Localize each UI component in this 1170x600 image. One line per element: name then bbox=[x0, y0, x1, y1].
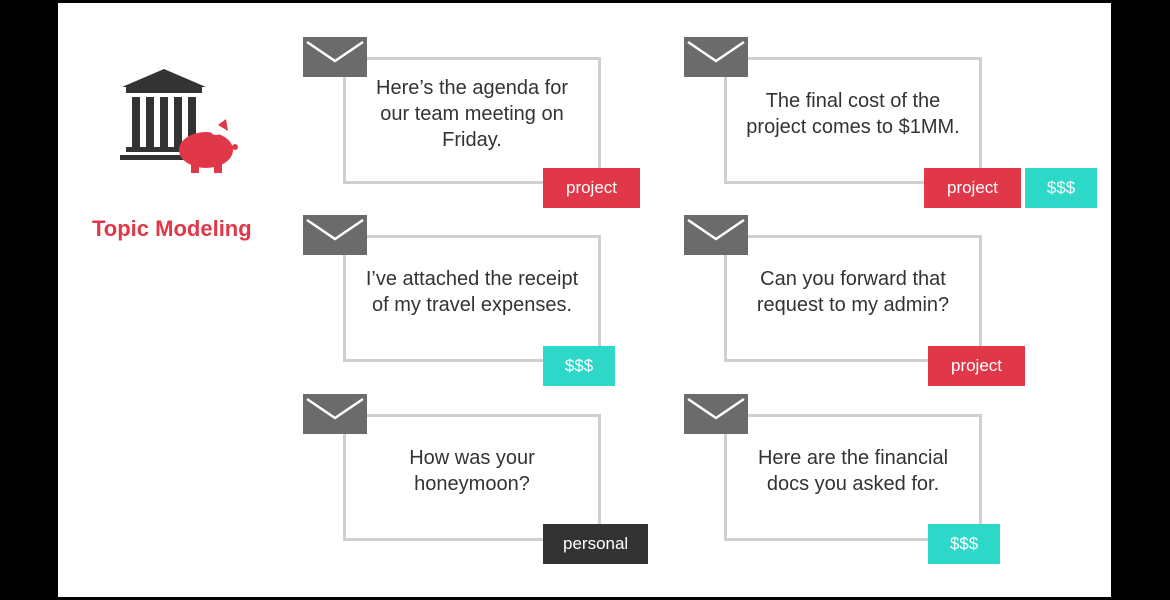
email-card: Here’s the agenda for our team meeting o… bbox=[343, 57, 601, 184]
topic-tag: personal bbox=[543, 524, 649, 564]
envelope-icon bbox=[303, 215, 367, 255]
tag-group: project bbox=[928, 346, 1025, 386]
topic-tag: $$$ bbox=[1025, 168, 1097, 208]
tag-group: $$$ bbox=[543, 346, 615, 386]
envelope-icon bbox=[684, 37, 748, 77]
envelope-icon bbox=[684, 215, 748, 255]
email-text: I’ve attached the receipt of my travel e… bbox=[365, 267, 579, 316]
envelope-icon bbox=[684, 394, 748, 434]
email-card: The final cost of the project comes to $… bbox=[724, 57, 982, 184]
bank-logo bbox=[120, 69, 238, 173]
email-card: Can you forward that request to my admin… bbox=[724, 235, 982, 362]
tag-group: project$$$ bbox=[924, 168, 1097, 208]
email-text: Here are the financial docs you asked fo… bbox=[757, 446, 949, 495]
tag-group: project bbox=[543, 168, 640, 208]
bank-icon bbox=[120, 69, 208, 160]
topic-tag: project bbox=[924, 168, 1021, 208]
email-text: How was your honeymoon? bbox=[409, 446, 535, 495]
topic-tag: $$$ bbox=[928, 524, 1000, 564]
email-text: The final cost of the project comes to $… bbox=[746, 89, 960, 138]
tag-group: $$$ bbox=[928, 524, 1000, 564]
page-title: Topic Modeling bbox=[92, 216, 252, 241]
envelope-icon bbox=[303, 394, 367, 434]
email-text: Can you forward that request to my admin… bbox=[756, 267, 950, 316]
envelope-icon bbox=[303, 37, 367, 77]
topic-tag: project bbox=[543, 168, 640, 208]
email-card: How was your honeymoon? bbox=[343, 414, 601, 541]
slide: Topic Modeling Here’s the agenda for our… bbox=[58, 3, 1111, 597]
tag-group: personal bbox=[543, 524, 649, 564]
email-text: Here’s the agenda for our team meeting o… bbox=[376, 76, 568, 151]
piggy-bank-icon bbox=[179, 119, 238, 173]
topic-tag: project bbox=[928, 346, 1025, 386]
email-card: I’ve attached the receipt of my travel e… bbox=[343, 235, 601, 362]
email-card: Here are the financial docs you asked fo… bbox=[724, 414, 982, 541]
topic-tag: $$$ bbox=[543, 346, 615, 386]
